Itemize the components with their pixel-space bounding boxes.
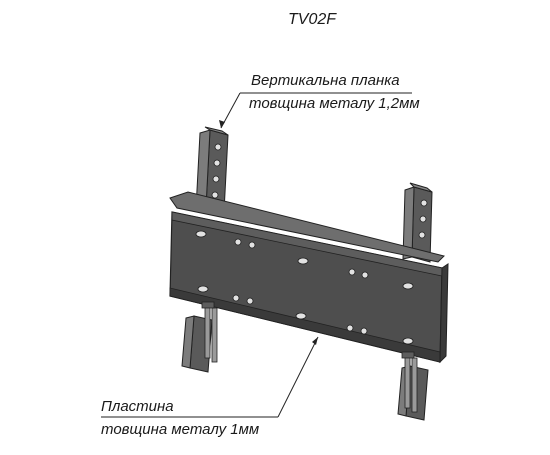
vertical-bar-right-hole-1 xyxy=(420,199,428,207)
vertical-bar-left xyxy=(195,126,229,213)
lower-bracket-right xyxy=(397,351,429,421)
leader-vertical-bar xyxy=(219,92,412,129)
vertical-bar-right-hole-2 xyxy=(419,215,427,223)
leader-plate xyxy=(101,336,319,418)
vertical-bar-thickness-label: товщина металу 1,2мм xyxy=(249,95,420,112)
plate-thickness-label: товщина металу 1мм xyxy=(101,421,260,438)
plate-label: Пластина xyxy=(101,398,174,415)
lower-bracket-left xyxy=(181,301,218,373)
vertical-bar-left-hole-3 xyxy=(212,175,220,183)
vertical-bar-left-hole-2 xyxy=(213,159,221,167)
vertical-bar-left-hole-4 xyxy=(211,191,219,199)
plate xyxy=(169,191,449,364)
vertical-bar-left-hole-1 xyxy=(214,143,222,151)
vertical-bar-right xyxy=(402,182,433,263)
vertical-bar-right-hole-3 xyxy=(418,231,426,239)
diagram-title: TV02F xyxy=(288,11,337,28)
plate-top-ledge xyxy=(169,191,445,263)
vertical-bar-label: Вертикальна планка xyxy=(251,72,400,89)
